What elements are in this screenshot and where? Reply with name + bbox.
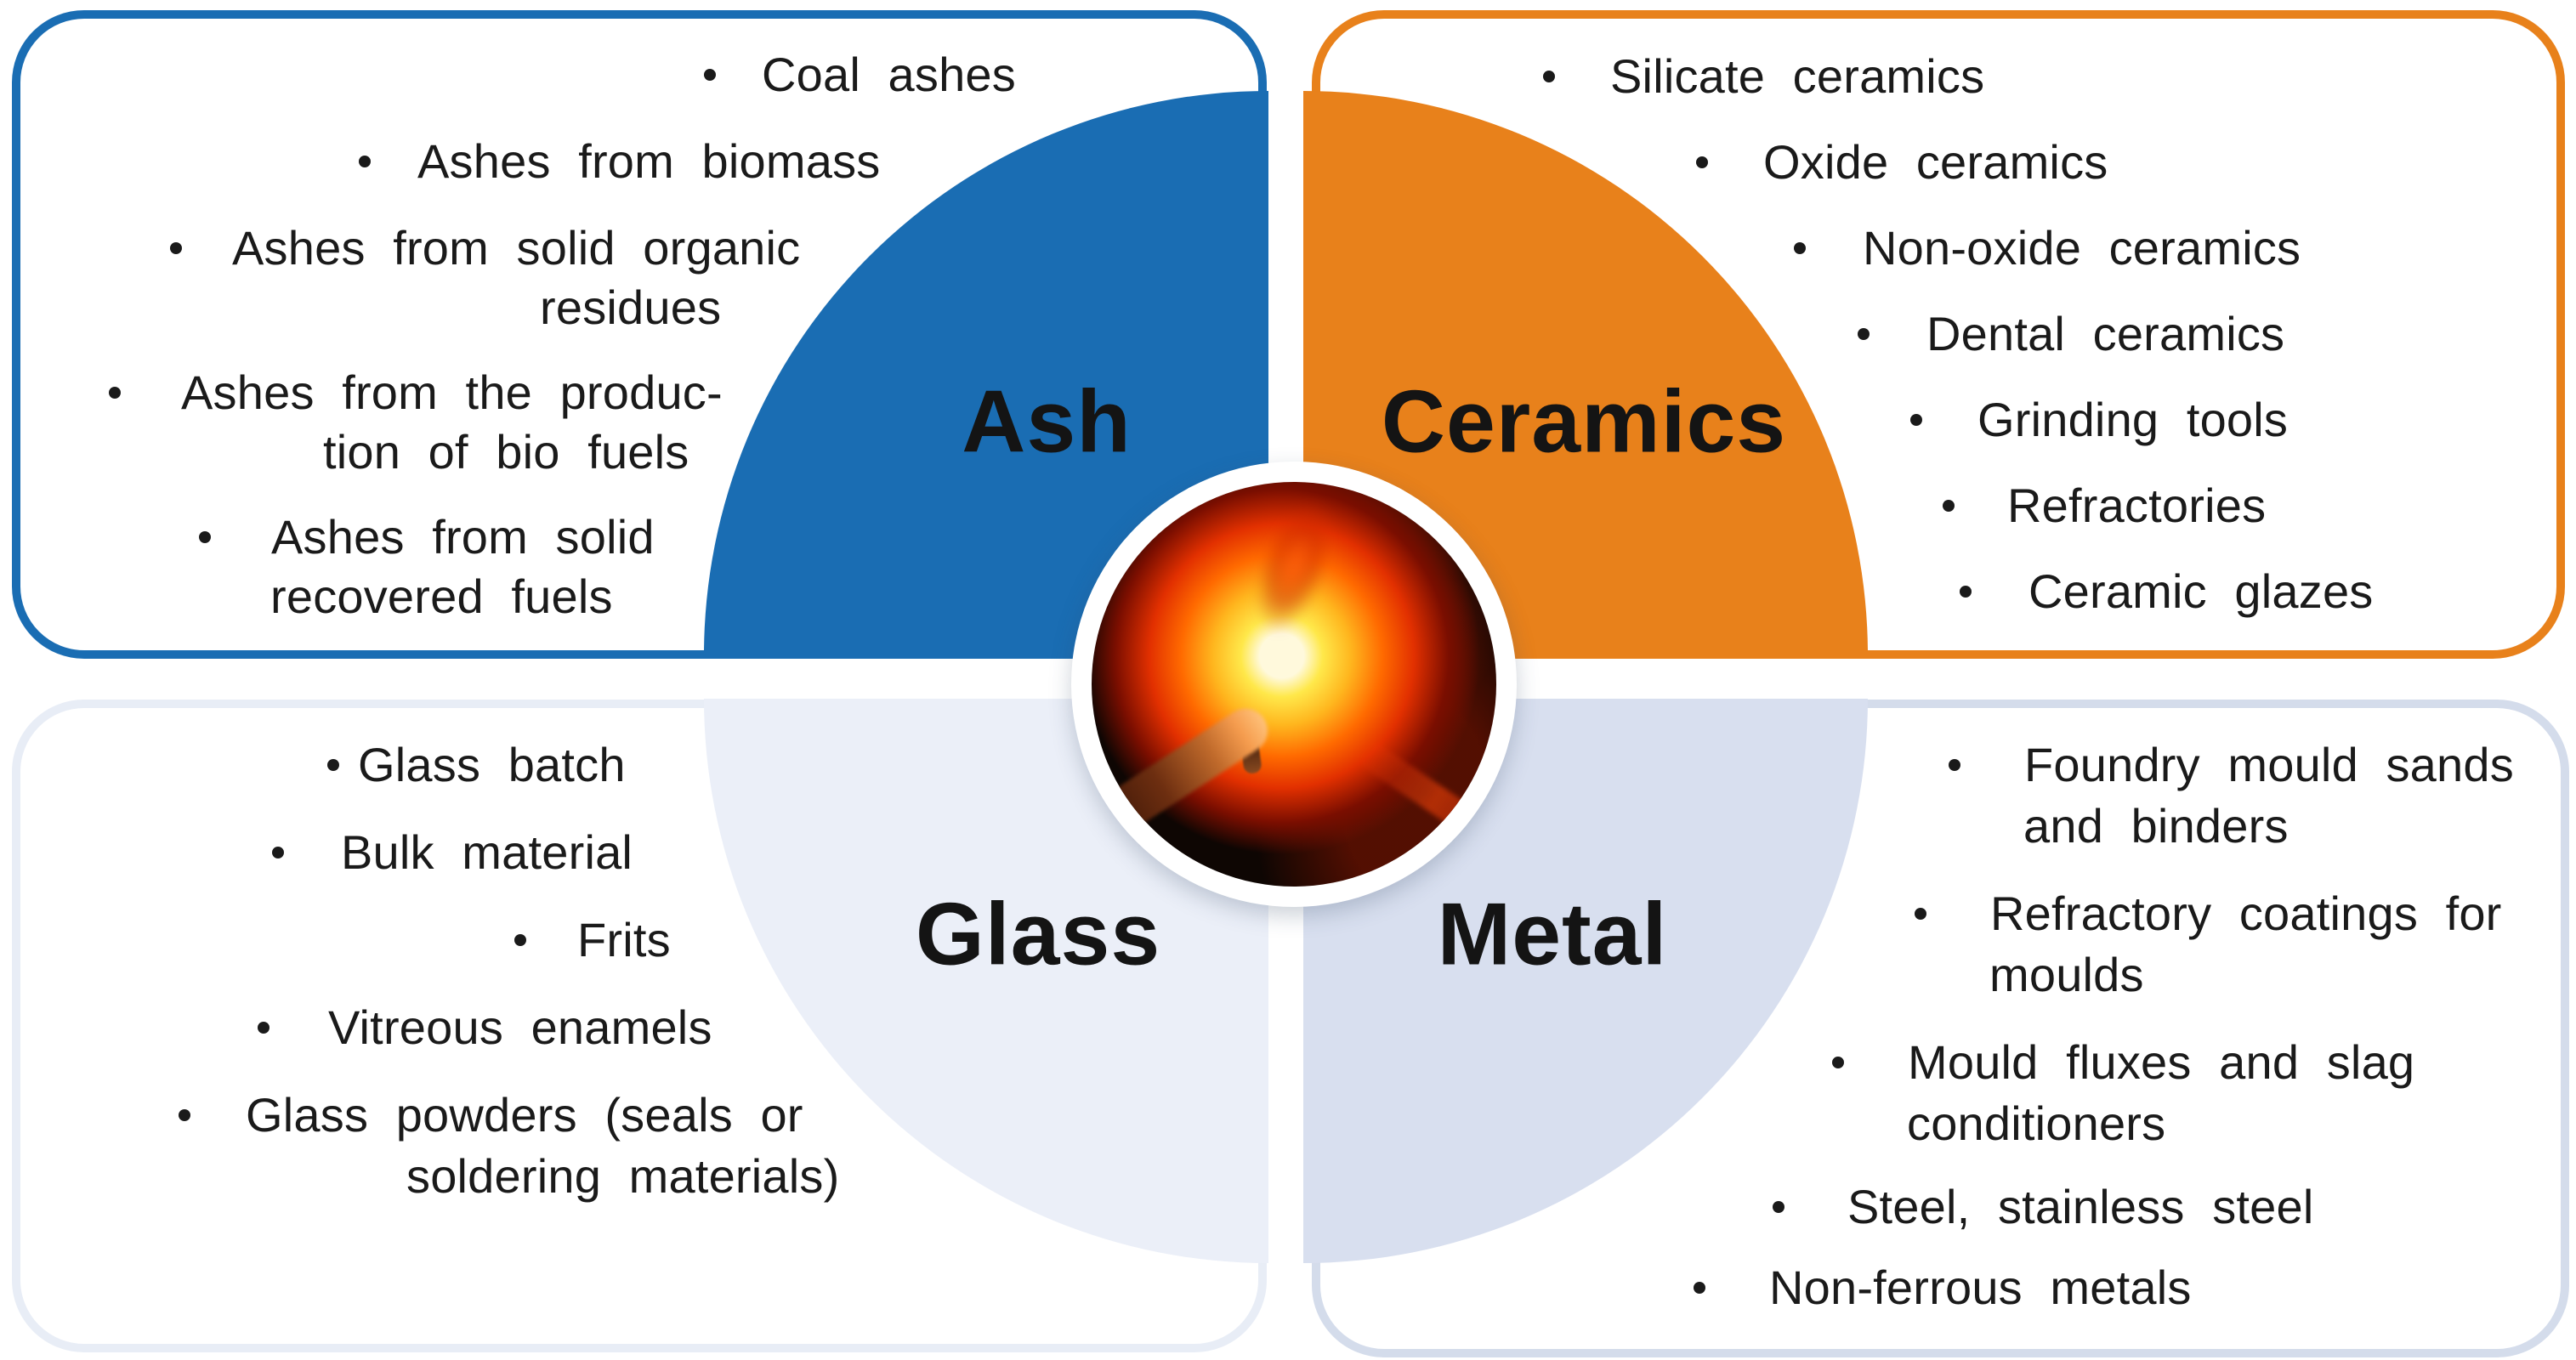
list-item-text: Oxide ceramics [1763,135,2108,189]
list-item-text: Glass batch [358,738,626,791]
list-item-text: Ashes from solid [271,510,655,564]
bullet-dot [327,759,339,771]
center-photo-ring [1071,462,1517,907]
list-item-text: Silicate ceramics [1610,49,1985,103]
list-item-text: soldering materials) [406,1149,840,1203]
metal-item-steel: Steel, stainless steel [1773,1183,2313,1231]
quadrant-label-glass: Glass [915,885,1161,984]
glass-item-powders-wrap: soldering materials) [406,1153,839,1200]
bullet-dot [1773,1201,1784,1213]
list-item-text: Ashes from solid organic [232,221,801,275]
glass-item-batch: Glass batch [327,741,626,789]
bullet-dot [179,1109,190,1121]
ash-item-solid-organic: Ashes from solid organic [170,224,800,272]
ash-item-solid-organic-wrap: residues [540,284,721,332]
list-item-text: Foundry mould sands [2024,738,2514,791]
list-item-text: Ashes from the produc- [181,366,723,419]
ceramics-item-grinding-tools: Grinding tools [1910,396,2288,444]
ceramics-item-oxide: Oxide ceramics [1696,139,2108,186]
list-item-text: Non-oxide ceramics [1863,221,2301,275]
list-item-text: Refractories [2007,479,2267,532]
bullet-dot [514,934,526,946]
ceramics-item-silicate: Silicate ceramics [1543,53,1984,100]
glass-item-vitreous-enamels: Vitreous enamels [258,1004,712,1051]
bullet-dot [272,847,284,858]
bullet-dot [1910,414,1922,426]
metal-item-refractory-coatings: Refractory coatings for [1915,890,2502,938]
quadrant-label-ceramics: Ceramics [1381,372,1787,472]
list-item-text: Refractory coatings for [1990,887,2502,940]
bullet-dot [199,531,211,543]
bullet-dot [1858,328,1870,340]
bullet-dot [359,156,371,167]
ash-item-recovered-fuels: Ashes from solid [199,513,655,561]
ash-item-biofuel-production-wrap: tion of bio fuels [323,428,689,476]
bullet-dot [170,242,182,254]
bullet-dot [1694,1282,1705,1294]
bullet-dot [1960,586,1972,598]
quadrant-label-ash: Ash [962,372,1132,472]
heated-rod [1092,700,1276,859]
furnace-photo [1092,482,1496,887]
ceramics-item-dental: Dental ceramics [1858,310,2284,358]
list-item-text: conditioners [1907,1096,2166,1150]
bullet-dot [1794,242,1806,254]
list-item-text: and binders [2023,799,2289,853]
list-item-text: Ceramic glazes [2028,564,2374,618]
list-item-text: Dental ceramics [1926,307,2285,360]
ceramics-item-glazes: Ceramic glazes [1960,568,2374,615]
list-item-text: Glass powders (seals or [246,1088,803,1142]
metal-item-mould-fluxes-wrap: conditioners [1907,1100,2165,1148]
metal-item-mould-fluxes: Mould fluxes and slag [1832,1039,2414,1086]
metal-item-refractory-coatings-wrap: moulds [1989,951,2144,999]
metal-item-non-ferrous: Non-ferrous metals [1694,1264,2192,1312]
list-item-text: residues [540,280,722,334]
bullet-dot [704,69,716,81]
list-item-text: tion of bio fuels [323,425,689,479]
bullet-dot [1696,156,1708,168]
list-item-text: Non-ferrous metals [1769,1261,2192,1314]
bullet-dot [1943,500,1955,512]
list-item-text: Steel, stainless steel [1847,1180,2314,1233]
ash-item-coal-ashes: Coal ashes [704,51,1016,99]
glass-item-bulk-material: Bulk material [272,829,633,876]
bullet-dot [1915,908,1926,920]
glass-item-powders: Glass powders (seals or [179,1091,803,1139]
list-item-text: Mould fluxes and slag [1908,1035,2415,1089]
list-item-text: Bulk material [341,825,633,879]
bullet-dot [258,1022,270,1034]
ash-item-recovered-fuels-wrap: recovered fuels [270,573,613,620]
flame-streak [1240,490,1348,643]
list-item-text: Coal ashes [762,48,1016,101]
list-item-text: Vitreous enamels [328,1000,712,1054]
list-item-text: recovered fuels [270,570,613,623]
metal-item-foundry-sands: Foundry mould sands [1949,741,2514,789]
ash-item-biofuel-production: Ashes from the produc- [109,369,723,416]
ceramics-item-refractories: Refractories [1943,482,2266,530]
list-item-text: Ashes from biomass [417,134,881,188]
quadrant-label-metal: Metal [1437,885,1668,984]
bullet-dot [1543,71,1555,82]
bullet-dot [109,387,121,399]
ceramics-item-non-oxide: Non-oxide ceramics [1794,224,2301,272]
list-item-text: Grinding tools [1977,393,2289,446]
list-item-text: moulds [1989,948,2144,1001]
bullet-dot [1949,759,1960,771]
ash-item-biomass: Ashes from biomass [359,138,880,185]
list-item-text: Frits [577,913,671,966]
metal-item-foundry-sands-wrap: and binders [2023,802,2289,850]
bullet-dot [1832,1057,1844,1068]
glass-item-frits: Frits [514,916,671,964]
